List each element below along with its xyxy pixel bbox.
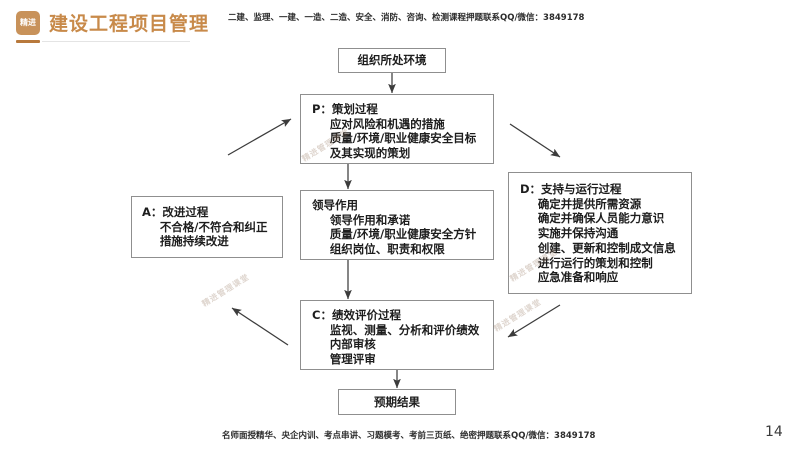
node-expected-result: 预期结果: [338, 389, 456, 415]
brand-underline: [16, 40, 40, 43]
node-line: 领导作用和承诺: [329, 212, 411, 227]
node-line: 内部审核: [329, 337, 376, 352]
brand-logo: 精进 建设工程项目管理: [16, 9, 209, 36]
node-line: 组织所处环境: [357, 53, 427, 68]
watermark: 精进管理课堂: [200, 272, 252, 309]
node-line: 进行运行的策划和控制: [537, 255, 653, 270]
node-organization-environment: 组织所处环境: [338, 48, 446, 73]
node-act-process: A：改进过程 不合格/不符合和纠正 措施持续改进: [131, 196, 283, 258]
node-line: 确定并提供所需资源: [537, 196, 642, 211]
node-line: 质量/环境/职业健康安全方针: [329, 227, 477, 242]
node-line: D：支持与运行过程: [520, 182, 622, 196]
node-line: 及其实现的策划: [329, 146, 411, 161]
header-contact-note: 二建、监理、一建、一造、二造、安全、消防、咨询、检测课程押题联系QQ/微信：38…: [228, 13, 585, 23]
node-check-process: C：绩效评价过程 监视、测量、分析和评价绩效 内部审核 管理评审: [300, 300, 494, 370]
node-line: A：改进过程: [142, 205, 209, 219]
node-line: 创建、更新和控制成文信息: [537, 240, 676, 255]
node-do-process: D：支持与运行过程 确定并提供所需资源 确定并确保人员能力意识 实施并保持沟通 …: [508, 172, 692, 294]
node-line: 监视、测量、分析和评价绩效: [329, 322, 480, 337]
watermark: 精进管理课堂: [492, 297, 544, 334]
node-line: 不合格/不符合和纠正: [159, 219, 268, 234]
node-plan-process: P：策划过程 应对风险和机遇的措施 质量/环境/职业健康安全目标 及其实现的策划: [300, 94, 494, 164]
node-line: 应急准备和响应: [537, 270, 619, 285]
node-line: 管理评审: [329, 352, 376, 367]
brand-badge-icon: 精进: [16, 10, 40, 35]
node-leadership: 领导作用 领导作用和承诺 质量/环境/职业健康安全方针 组织岗位、职责和权限: [300, 190, 494, 260]
node-line: 预期结果: [374, 394, 420, 409]
page-header: 精进 建设工程项目管理 二建、监理、一建、一造、二造、安全、消防、咨询、检测课程…: [0, 0, 800, 44]
node-line: 组织岗位、职责和权限: [329, 242, 445, 257]
node-line: 措施持续改进: [159, 234, 229, 249]
page-number: 14: [765, 424, 783, 440]
node-line: 质量/环境/职业健康安全目标: [329, 131, 477, 146]
node-line: 应对风险和机遇的措施: [329, 116, 445, 131]
node-line: 领导作用: [312, 198, 358, 212]
node-line: 实施并保持沟通: [537, 226, 619, 241]
node-line: C：绩效评价过程: [312, 308, 401, 322]
footer-contact-note: 名师面授精华、央企内训、考点串讲、习题模考、考前三页纸、绝密押题联系QQ/微信：…: [222, 431, 596, 441]
page-title: 建设工程项目管理: [49, 13, 210, 35]
header-divider: [42, 41, 190, 42]
node-line: P：策划过程: [312, 102, 378, 116]
node-line: 确定并确保人员能力意识: [537, 211, 665, 226]
